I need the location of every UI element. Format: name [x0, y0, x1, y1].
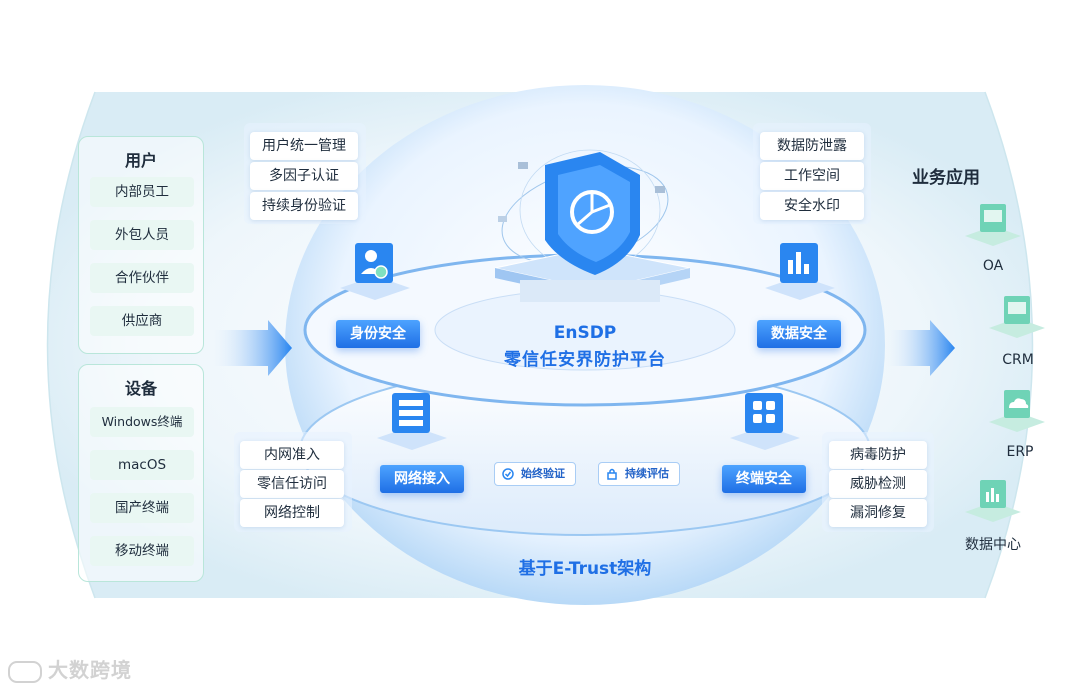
core-name: EnSDP — [553, 323, 617, 343]
watermark: 大数跨境 — [8, 654, 132, 683]
app-label-erp: ERP — [1006, 444, 1034, 460]
user-chip: 外包人员 — [90, 220, 194, 250]
platform-base — [494, 247, 691, 302]
shield-icon — [545, 152, 640, 275]
watermark-text: 大数跨境 — [48, 658, 132, 682]
identity-feature: 多因子认证 — [250, 162, 358, 190]
data-feature: 工作空间 — [760, 162, 864, 190]
device-chip: 移动终端 — [90, 536, 194, 566]
always-verify-label: 始终验证 — [521, 467, 565, 480]
verify-icon — [502, 468, 514, 480]
identity-feature: 用户统一管理 — [250, 132, 358, 160]
oa-icon — [965, 204, 1021, 246]
endpoint-feature: 病毒防护 — [829, 441, 927, 469]
crm-icon — [989, 296, 1045, 338]
app-label-crm: CRM — [1002, 352, 1034, 368]
user-chip: 合作伙伴 — [90, 263, 194, 293]
user-chip: 供应商 — [90, 306, 194, 336]
watermark-logo-icon — [8, 660, 42, 683]
continuous-assess-pill: 持续评估 — [598, 462, 680, 486]
data-security-label: 数据安全 — [757, 320, 841, 348]
device-chip: macOS — [90, 450, 194, 480]
network-module-icon — [377, 393, 447, 450]
identity-security-label: 身份安全 — [336, 320, 420, 348]
app-label-data-center: 数据中心 — [965, 537, 1021, 553]
app-label-oa: OA — [982, 258, 1004, 274]
apps-title: 业务应用 — [912, 168, 980, 188]
identity-feature: 持续身份验证 — [250, 192, 358, 220]
data-feature: 数据防泄露 — [760, 132, 864, 160]
continuous-assess-label: 持续评估 — [625, 467, 669, 480]
users-title: 用户 — [124, 151, 157, 170]
identity-module-icon — [340, 243, 410, 300]
network-feature: 网络控制 — [240, 499, 344, 527]
endpoint-security-label: 终端安全 — [722, 465, 806, 493]
endpoint-feature: 威胁检测 — [829, 470, 927, 498]
data-module-icon — [765, 243, 835, 300]
endpoint-module-icon — [730, 393, 800, 450]
device-chip: 国产终端 — [90, 493, 194, 523]
always-verify-pill: 始终验证 — [494, 462, 576, 486]
lock-icon — [607, 468, 617, 480]
devices-title: 设备 — [124, 379, 157, 398]
cloud-icon — [989, 390, 1045, 432]
user-chip: 内部员工 — [90, 177, 194, 207]
core-subtitle: 零信任安界防护平台 — [504, 350, 666, 370]
network-feature: 内网准入 — [240, 441, 344, 469]
network-access-label: 网络接入 — [380, 465, 464, 493]
network-feature: 零信任访问 — [240, 470, 344, 498]
endpoint-feature: 漏洞修复 — [829, 499, 927, 527]
users-panel: 用户 内部员工 外包人员 合作伙伴 供应商 — [78, 136, 204, 354]
device-chip: Windows终端 — [90, 407, 194, 437]
data-center-icon — [965, 480, 1021, 522]
base-architecture-label: 基于E-Trust架构 — [518, 559, 652, 579]
data-feature: 安全水印 — [760, 192, 864, 220]
devices-panel: 设备 Windows终端 macOS 国产终端 移动终端 — [78, 364, 204, 582]
